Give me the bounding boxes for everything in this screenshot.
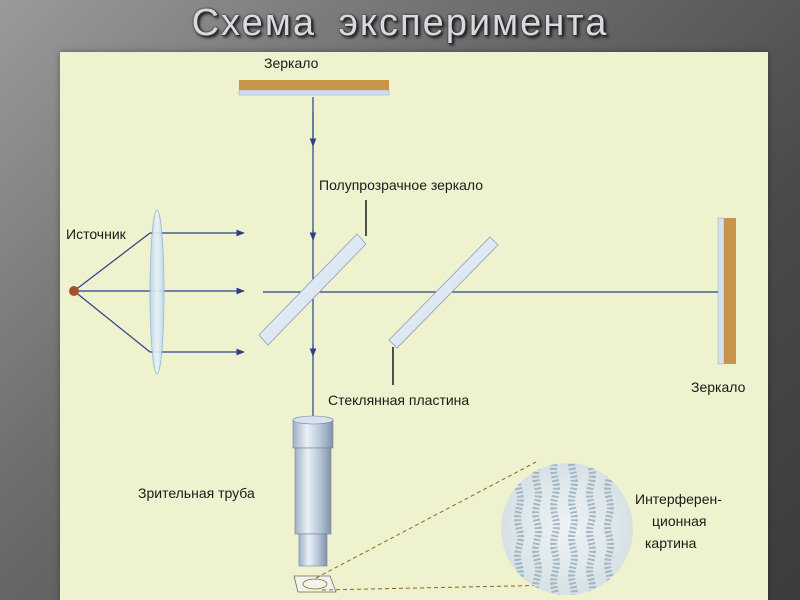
right-mirror — [717, 217, 736, 365]
semi-mirror-label: Полупрозрачное зеркало — [319, 177, 483, 193]
glass-plate-label: Стеклянная пластина — [328, 392, 469, 408]
source-rays — [73, 229, 245, 356]
right-mirror-label: Зеркало — [691, 379, 746, 395]
telescope-icon — [292, 415, 334, 567]
lens-icon — [149, 209, 165, 375]
source-label: Источник — [66, 226, 127, 242]
light-source-icon — [69, 286, 79, 296]
eyepiece-view — [293, 575, 337, 593]
slide-title: Схема эксперимента — [191, 2, 609, 44]
pattern-label-2: ционная — [652, 513, 706, 529]
top-mirror — [238, 80, 390, 96]
pattern-label-1: Интерферен- — [635, 491, 722, 507]
top-mirror-label: Зеркало — [264, 55, 319, 71]
projection-lines — [315, 461, 561, 591]
semi-transparent-mirror — [258, 233, 367, 346]
glass-plate — [388, 236, 499, 349]
telescope-label: Зрительная труба — [138, 485, 255, 501]
diagram-panel: Зеркало Зеркало Источник Полупрозрачное … — [60, 52, 768, 600]
interference-pattern-icon — [501, 463, 633, 595]
pattern-label-3: картина — [645, 535, 697, 551]
interferometer-diagram: Зеркало Зеркало Источник Полупрозрачное … — [66, 55, 746, 595]
